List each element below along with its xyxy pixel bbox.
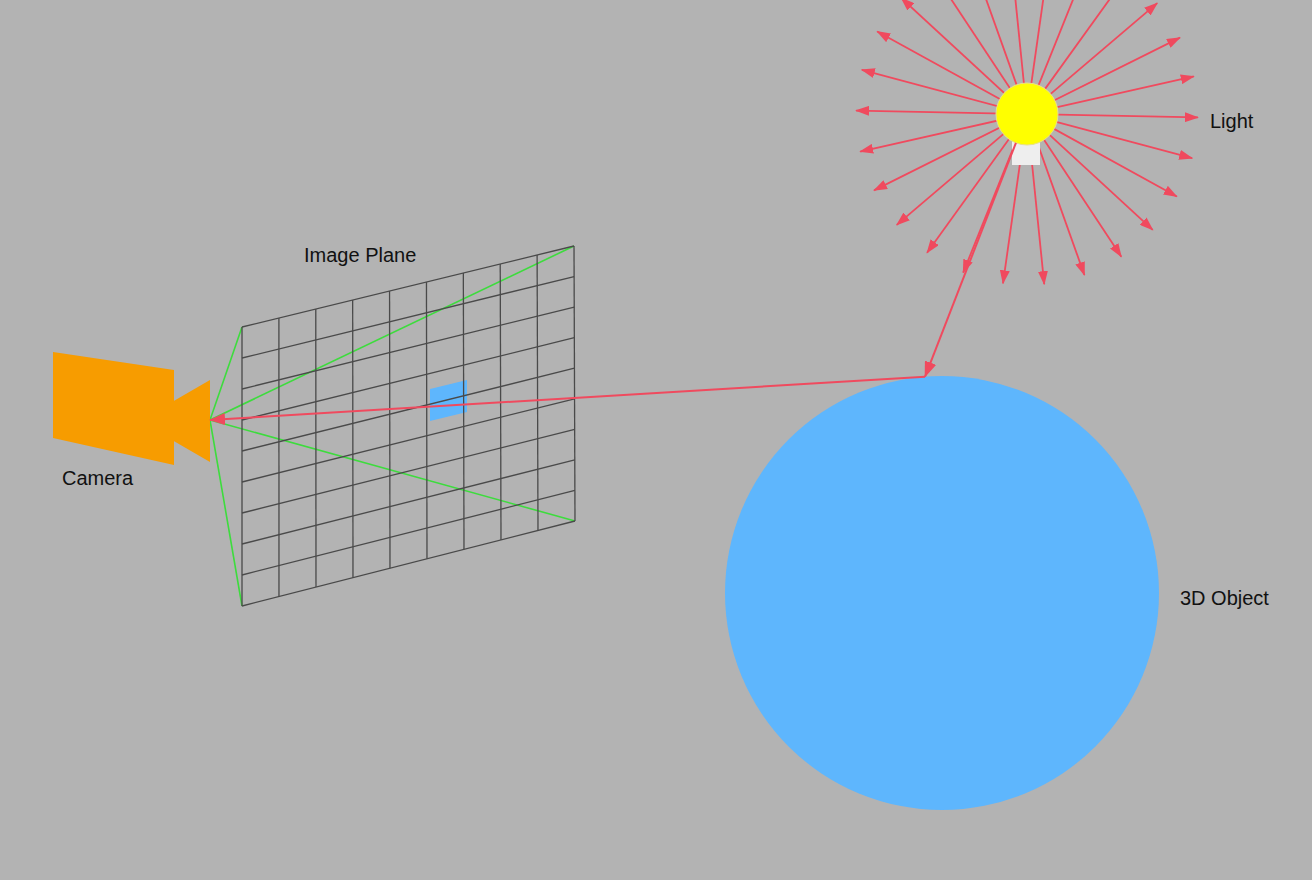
- grid-line: [242, 521, 575, 606]
- grid-line: [352, 300, 354, 578]
- light-path: [925, 143, 1016, 377]
- shape-label: Camera: [62, 466, 133, 490]
- shape-label: 3D Object: [1180, 586, 1269, 610]
- image-plane: Image Plane: [240, 244, 578, 608]
- sphere-object-shape: [725, 376, 1159, 810]
- camera-lens: [172, 380, 210, 462]
- grid-line: [242, 368, 574, 451]
- view-frustum: [210, 246, 575, 606]
- grid-line: [242, 490, 575, 575]
- grid-line: [242, 460, 575, 544]
- grid-line: [389, 291, 391, 568]
- shape-label: Light: [1210, 109, 1253, 133]
- grid-line: [500, 264, 502, 540]
- pixel-cell: [430, 380, 467, 421]
- grid-line: [426, 282, 428, 559]
- grid-line: [242, 399, 575, 482]
- grid-line: [241, 327, 242, 606]
- grid-line: [463, 273, 465, 549]
- camera-node-shape: [52, 350, 210, 466]
- grid-line: [536, 255, 538, 530]
- light-path: [210, 377, 925, 420]
- grid-line: [242, 429, 575, 513]
- grid-line: [315, 309, 317, 587]
- camera-node: Camera: [52, 350, 210, 466]
- light-bulb: Light: [996, 83, 1058, 145]
- shape-label: Image Plane: [304, 243, 416, 267]
- light-rays: [856, 0, 1198, 284]
- grid-line: [278, 318, 279, 597]
- sphere-object: 3D Object: [725, 376, 1159, 810]
- light-bulb-shape: [996, 83, 1058, 145]
- bulb-glass: [996, 83, 1058, 145]
- grid-line: [574, 246, 575, 521]
- grid-line: [242, 338, 574, 420]
- grid-line: [242, 277, 574, 358]
- image-plane-shape: [240, 244, 578, 608]
- camera-body: [53, 352, 174, 465]
- grid-line: [242, 307, 574, 389]
- sphere-body: [725, 376, 1159, 810]
